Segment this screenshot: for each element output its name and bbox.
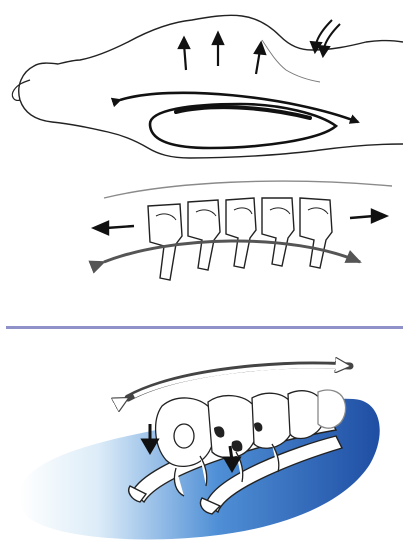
- pressure-arrows: [311, 20, 340, 56]
- top-illustration-svg: [0, 0, 403, 322]
- torso-outline: [19, 15, 403, 100]
- section-divider: [6, 326, 403, 329]
- shoulder-contour: [262, 40, 320, 82]
- bottom-illustration-svg: [0, 332, 403, 558]
- spine-top-curve: [104, 181, 392, 198]
- top-panel: [0, 0, 403, 322]
- upward-arrows: [179, 33, 265, 74]
- vertebrae-chain: [148, 198, 332, 280]
- bottom-panel: [0, 332, 403, 558]
- head-detail: [12, 80, 30, 100]
